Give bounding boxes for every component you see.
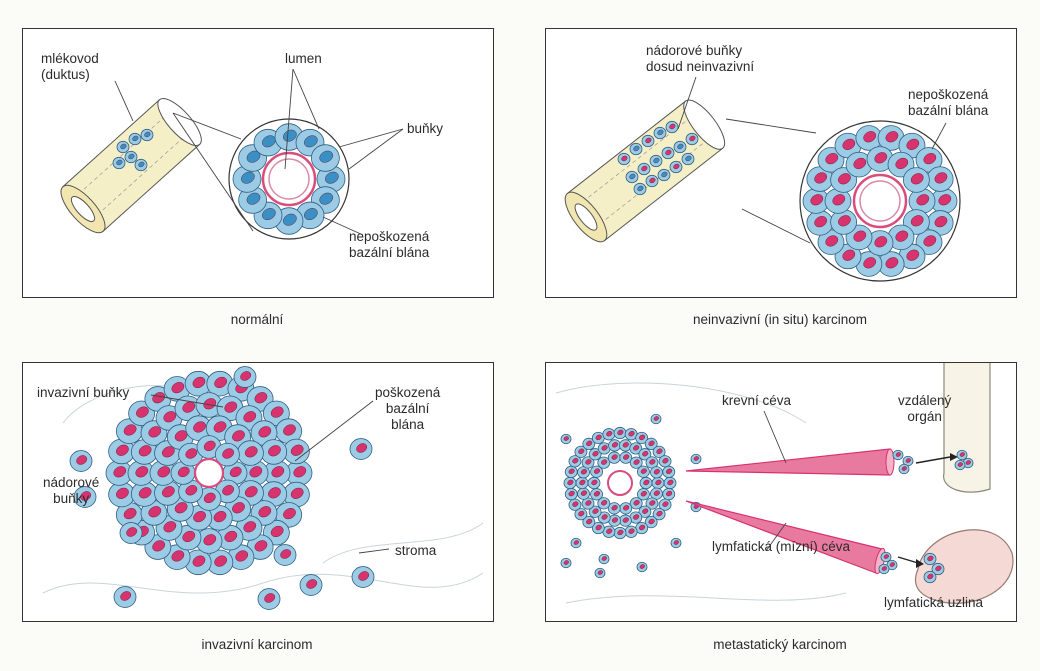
lumen	[195, 459, 223, 487]
lymph-node-label: lymfatická uzlina	[884, 595, 983, 611]
duct-label: mlékovod (duktus)	[41, 51, 99, 83]
blood-vessel	[686, 449, 890, 475]
duct-tube	[54, 92, 208, 239]
lymph-vessel	[686, 501, 882, 573]
panel-metastatic: krevní céva vzdálený orgán lymfatická (m…	[545, 362, 1017, 622]
lymph-vessel-label: lymfatická (mízní) céva	[712, 539, 850, 555]
leader-line	[359, 549, 389, 553]
leader-line	[742, 209, 810, 243]
arrow-shaft	[898, 557, 918, 563]
leader-line	[932, 123, 946, 149]
blood-vessel-opening	[886, 449, 894, 475]
lumen-label: lumen	[285, 51, 322, 67]
blood-vessel-label: krevní céva	[722, 393, 791, 409]
invasive-cells-label: invazivní buňky	[37, 385, 129, 401]
panel-in-situ: nádorové buňky dosud neinvazivní nepoško…	[545, 28, 1017, 298]
leader-line	[764, 411, 786, 463]
caption-metastatic: metastatický karcinom	[545, 637, 1015, 652]
stroma-contour	[566, 593, 846, 603]
leader-line	[339, 129, 403, 147]
caption-normal: normální	[22, 312, 492, 327]
leader-line	[726, 119, 816, 133]
distant-organ	[944, 363, 990, 492]
leader-line	[349, 129, 403, 169]
membrane-label: nepoškozená bazální blána	[349, 229, 429, 261]
panel-invasive: invazivní buňky poškozená bazální blána …	[22, 362, 494, 622]
in-situ-membrane-label: nepoškozená bazální blána	[908, 87, 988, 119]
lumen	[608, 471, 632, 495]
tumor-cells-label: nádorové buňky dosud neinvazivní	[646, 43, 754, 75]
panel-normal: mlékovod (duktus) lumen buňky nepoškozen…	[22, 28, 494, 298]
lumen	[269, 159, 309, 199]
damaged-membrane-label: poškozená bazální blána	[375, 385, 440, 433]
stroma-label: stroma	[395, 543, 436, 559]
leader-line	[115, 81, 133, 121]
in-situ-duct-illustration	[546, 29, 1016, 297]
cells-label: buňky	[407, 121, 443, 137]
caption-in-situ: neinvazivní (in situ) karcinom	[545, 312, 1015, 327]
distant-organ-label: vzdálený orgán	[898, 393, 951, 425]
lymph-node	[915, 530, 1012, 603]
caption-invasive: invazivní karcinom	[22, 637, 492, 652]
lumen	[860, 181, 900, 221]
tumor-cells-label: nádorové buňky	[43, 475, 99, 507]
